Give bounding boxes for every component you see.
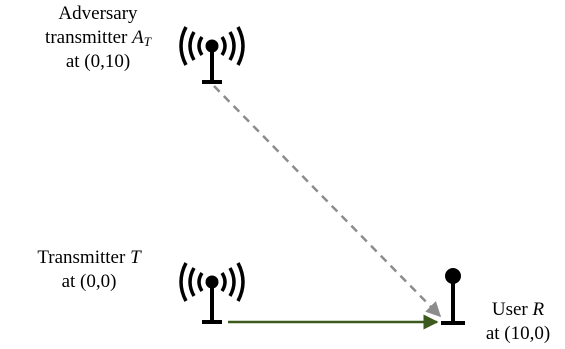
adversary-symbol: A (132, 27, 144, 48)
transmitter-antenna-icon (179, 262, 245, 324)
transmitter-label: Transmitter T at (0,0) (14, 246, 164, 294)
user-symbol: R (532, 299, 545, 320)
transmitter-label-position: at (0,0) (61, 271, 117, 292)
adversary-antenna-icon (179, 26, 245, 84)
adversary-label-text: transmitter (45, 27, 133, 48)
transmitter-label-text: Transmitter (37, 247, 131, 268)
user-label: User R at (10,0) (471, 298, 565, 346)
transmitter-symbol: T (130, 247, 141, 268)
user-label-text: User (491, 299, 533, 320)
adversary-label-line2: transmitter AT (18, 26, 178, 50)
adversary-subscript: T (143, 34, 151, 49)
user-label-line1: User R (471, 298, 565, 322)
adversary-transmitter-label: Adversary transmitter AT at (0,10) (18, 2, 178, 74)
transmitter-label-line1: Transmitter T (14, 246, 164, 270)
adversary-label-position: at (0,10) (65, 51, 131, 72)
receiver-antenna-icon (441, 268, 465, 325)
adversary-link-arrow (213, 85, 442, 318)
adversary-label-line1: Adversary (58, 3, 138, 24)
user-label-position: at (10,0) (485, 323, 551, 344)
